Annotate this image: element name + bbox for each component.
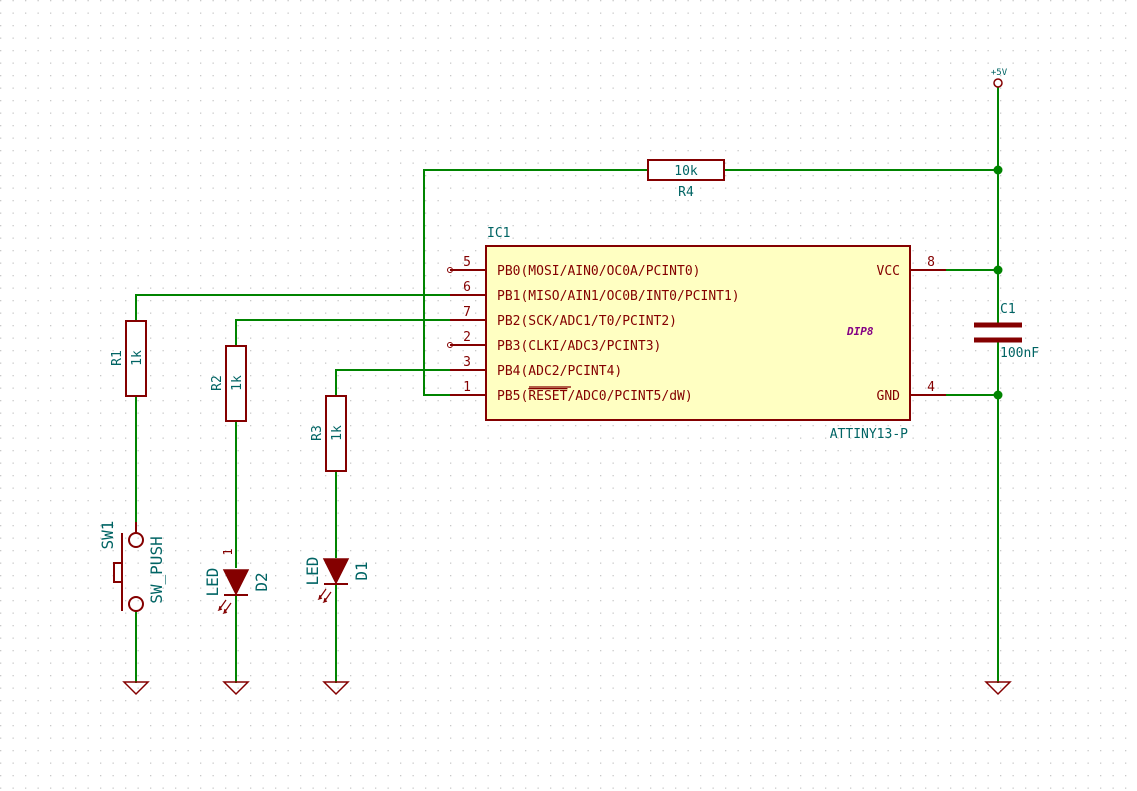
c1-ref: C1 [1000, 302, 1016, 317]
r2-value: 1k [230, 375, 245, 391]
junctions [993, 165, 1003, 400]
power-5v-label: +5V [991, 68, 1008, 78]
r4-value: 10k [674, 164, 698, 179]
wire-pb4-r3[interactable] [335, 369, 451, 397]
gnd-symbol-d1[interactable] [322, 681, 350, 696]
d2-light-arrows [217, 599, 232, 615]
r1-body [125, 320, 147, 397]
pin-name: PB0(MOSI/AIN0/OC0A/PCINT0) [497, 264, 701, 279]
power-5v-ring [993, 78, 1003, 88]
gnd-symbol-sw1[interactable] [122, 681, 150, 696]
r3-ref: R3 [310, 425, 325, 441]
ic1-pin-names: PB0(MOSI/AIN0/OC0A/PCINT0) PB1(MISO/AIN1… [497, 264, 900, 404]
c1-value: 100nF [1000, 346, 1039, 361]
r2-ref: R2 [210, 375, 225, 391]
c1-capacitor[interactable]: C1 100nF [974, 302, 1039, 361]
d2-led[interactable]: 1 LED D2 [203, 548, 271, 615]
r1-value: 1k [130, 350, 145, 366]
pin-number: 1 [463, 380, 471, 395]
pin-name: PB1(MISO/AIN1/OC0B/INT0/PCINT1) [497, 289, 740, 304]
ic1-value: ATTINY13-P [830, 427, 908, 442]
pin-name: VCC [877, 264, 900, 279]
ic1-attiny13[interactable]: IC1 ATTINY13-P DIP8 5 6 7 2 3 1 8 4 [447, 226, 947, 442]
sw1-ref: SW1 [98, 521, 117, 550]
nc-marker-pin5 [447, 267, 453, 273]
r4-resistor[interactable]: 10k R4 [647, 159, 725, 200]
r3-resistor[interactable]: 1k R3 [310, 395, 347, 472]
r4-body [647, 159, 725, 181]
r3-body [325, 395, 347, 472]
pin-name: PB2(SCK/ADC1/T0/PCINT2) [497, 314, 677, 329]
pin-name: PB4(ADC2/PCINT4) [497, 364, 622, 379]
junction-pin8-vcc [993, 265, 1003, 275]
sw1-pushbutton[interactable]: SW1 SW_PUSH [98, 521, 166, 612]
power-5v[interactable]: +5V [991, 68, 1008, 88]
ic1-pin-numbers: 5 6 7 2 3 1 8 4 [463, 255, 935, 395]
d1-led[interactable]: LED D1 [303, 557, 371, 604]
wire-pb2-r2[interactable] [235, 319, 451, 347]
pin-name-suffix: /ADC0/PCINT5/dW) [567, 389, 692, 404]
d1-ref: D1 [352, 561, 371, 580]
r4-ref: R4 [678, 185, 694, 200]
d2-triangle [222, 569, 250, 596]
pin-name: GND [877, 389, 901, 404]
ic1-body [485, 245, 911, 421]
r3-value: 1k [330, 425, 345, 441]
junction-r4-vcc [993, 165, 1003, 175]
ic1-footprint: DIP8 [846, 325, 874, 338]
pin-name: PB3(CLKI/ADC3/PCINT3) [497, 339, 661, 354]
d1-light-arrows [317, 588, 332, 604]
pin-name-overline: RESET [528, 389, 567, 404]
pin-name-reset: PB5(RESET/ADC0/PCINT5/dW) [497, 389, 693, 404]
pin-number: 4 [927, 380, 935, 395]
ic1-left-pin-lines [450, 269, 946, 396]
d1-value: LED [303, 557, 322, 586]
pin-number: 3 [463, 355, 471, 370]
d1-triangle [322, 558, 350, 585]
gnd-symbol-c1[interactable] [984, 681, 1012, 696]
r2-resistor[interactable]: 1k R2 [210, 345, 247, 422]
wire-r4-left-to-reset[interactable] [423, 169, 649, 396]
wire-pb1-r1[interactable] [135, 294, 451, 322]
pin-number: 5 [463, 255, 471, 270]
r1-resistor[interactable]: 1k R1 [110, 320, 147, 397]
r2-body [225, 345, 247, 422]
sw1-actuator [113, 562, 122, 583]
ground-symbols [122, 681, 1012, 696]
pin-name-prefix: PB5( [497, 389, 528, 404]
nc-marker-pin2 [447, 342, 453, 348]
gnd-symbol-d2[interactable] [222, 681, 250, 696]
sw1-value: SW_PUSH [147, 536, 166, 603]
d2-value: LED [203, 568, 222, 597]
pin-number: 6 [463, 280, 471, 295]
junction-pin4-gnd [993, 390, 1003, 400]
pin-number: 2 [463, 330, 471, 345]
d2-pin-number: 1 [221, 548, 235, 555]
pin-number: 7 [463, 305, 471, 320]
r1-ref: R1 [110, 350, 125, 366]
wires [135, 87, 999, 683]
d2-ref: D2 [252, 572, 271, 591]
ic1-ref: IC1 [487, 226, 510, 241]
pin-number: 8 [927, 255, 935, 270]
